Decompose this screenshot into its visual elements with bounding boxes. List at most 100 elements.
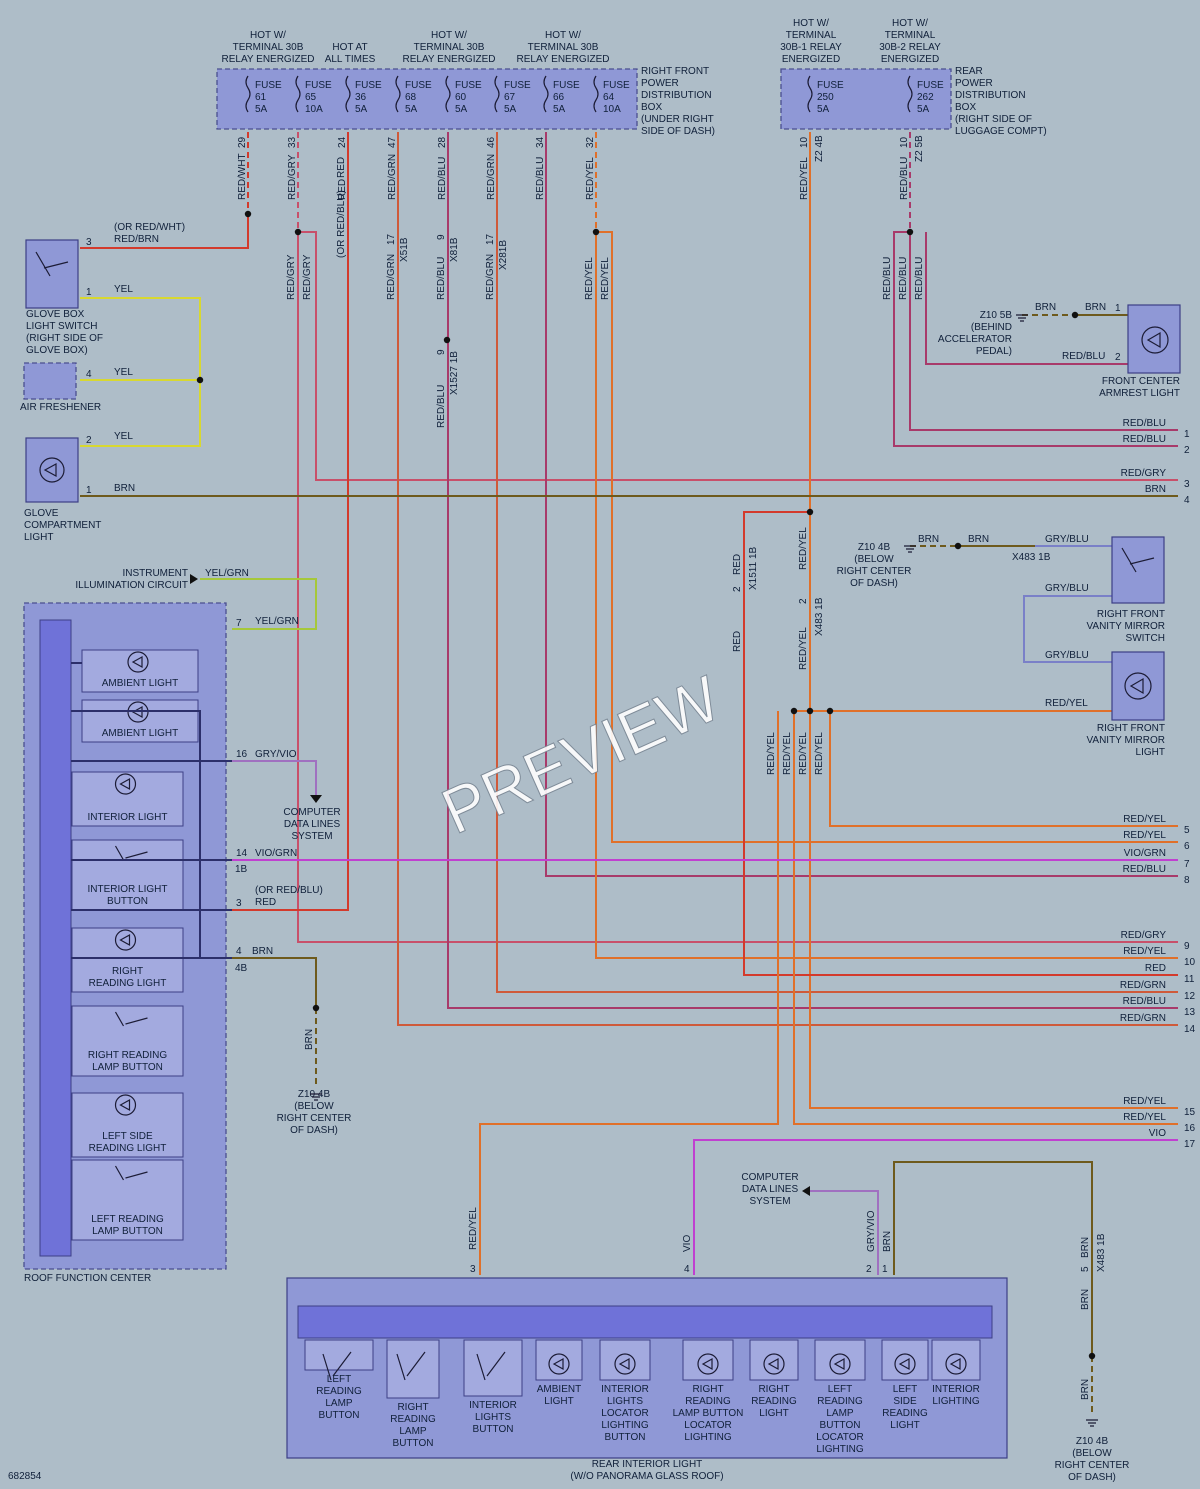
lamp-icon [1124,672,1152,700]
wire-label: RED/GRY [287,154,298,200]
pin-number: 17 [485,233,496,245]
wire-label: RED/YEL [814,732,825,775]
connector-label: X51B [399,237,410,262]
fuse-icon [593,75,599,113]
wire-label: RED [255,897,276,908]
junction-dot [790,707,798,715]
wire-number: 15 [1184,1107,1196,1118]
wire-label: VIO [682,1235,693,1252]
wire-label: RED/YEL [1123,830,1166,841]
pin-number: 9 [436,234,447,240]
switch-symbol-icon [35,251,69,277]
wire-label: BRN [252,946,273,957]
switch-symbol-icon [322,1351,352,1381]
wire-label: RED/GRN [485,254,496,300]
wire-label: BRN [1085,302,1106,313]
preview-watermark: PREVIEW [431,662,730,848]
roof-item-box [71,839,184,911]
front-center-armrest-light [1127,304,1181,374]
fuse-icon [907,75,913,113]
diode-icon [131,655,143,669]
roof-item-box [71,771,184,827]
wire-label: VIO [1149,1128,1166,1139]
wire-label: RED/GRY [1121,930,1167,941]
pin-number: 47 [387,136,398,148]
wire-label: RED/YEL [782,732,793,775]
lamp-icon [114,1094,137,1116]
wire-label: VIO/GRN [255,848,297,859]
wire-label: RED/GRY [302,254,313,300]
wire-number: 14 [1184,1024,1196,1035]
connector-label: 4B [235,963,248,974]
wires [80,132,1178,1416]
wire-label: YEL [114,431,133,442]
pin-number: 29 [237,136,248,148]
wire-number: 1 [1184,429,1190,440]
wire-label: RED/BLU [436,385,447,428]
wire-label: RED [732,554,743,575]
junction-dot [954,542,962,550]
wire-label: BRN [114,483,135,494]
junction-dot [806,707,814,715]
diagram-id: 682854 [8,1471,42,1482]
vanity-mirror-switch [1111,536,1165,604]
wire-label: RED/YEL [798,732,809,775]
rear-item-box [881,1339,929,1381]
wire-label: RED/BLU [436,257,447,300]
wire-label: RED/YEL [1045,698,1088,709]
wire-label: YEL/GRN [255,616,299,627]
fuse-icon [245,75,251,113]
pin-number: 2 [866,1264,872,1275]
wire-number: 2 [1184,445,1190,456]
pin-number: 33 [287,136,298,148]
wire-label: (OR RED/BLU) [255,885,323,896]
wire-label: BRN [1080,1237,1091,1258]
wire-label: RED/BLU [1123,434,1166,445]
pin-number: 2 [732,586,743,592]
wire-label: RED/GRY [286,254,297,300]
diode-icon [119,933,131,947]
pin-number: 46 [486,136,497,148]
pin-number: 9 [436,349,447,355]
connector-label: X81B [449,237,460,262]
wire-label: RED/GRY [1121,468,1167,479]
wire-label: RED/BLU [899,157,910,200]
diode-icon [1129,677,1144,695]
air-freshener [23,362,77,400]
arrow-left-icon [802,1186,810,1196]
wire-label: RED/YEL [1123,1112,1166,1123]
junction-dots [196,210,1098,1427]
wire-label: BRN [882,1231,893,1252]
ground-icon [1086,1419,1098,1427]
roof-item-label: AMBIENT LIGHT [102,678,179,689]
wire-label: RED/WHT [237,153,248,200]
fuse-icon [395,75,401,113]
switch-symbol-icon [114,845,148,861]
